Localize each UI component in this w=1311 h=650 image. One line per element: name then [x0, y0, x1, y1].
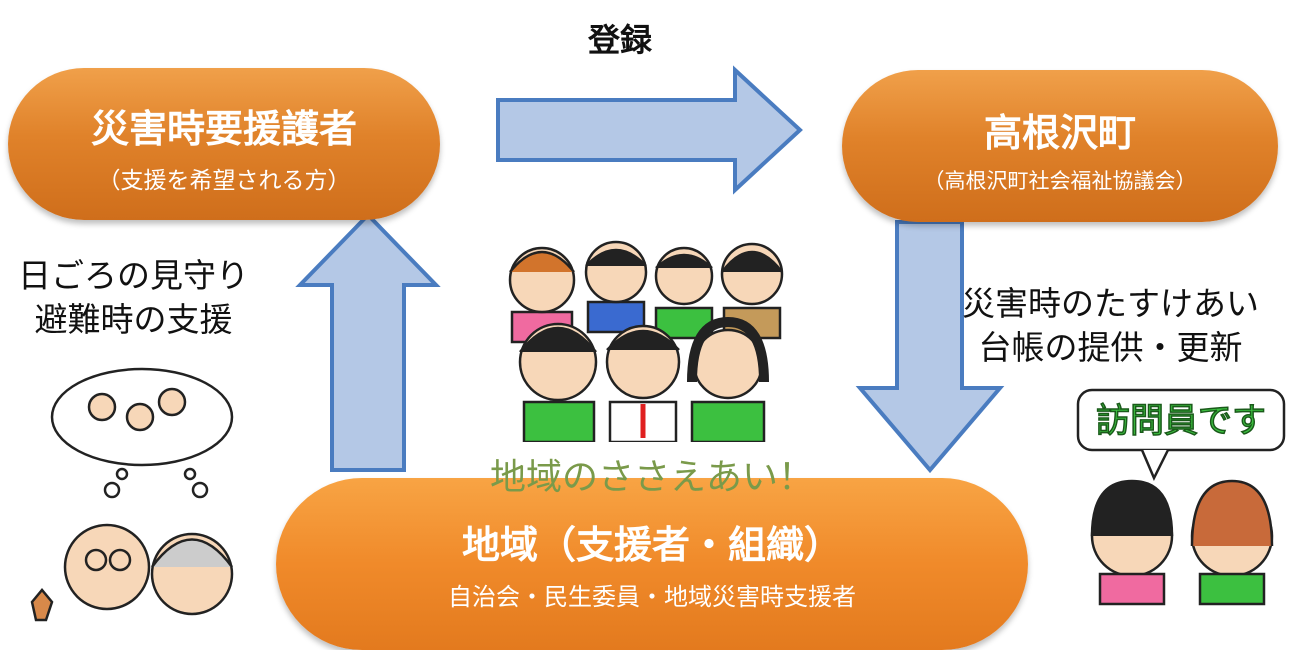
community-people-illustration	[508, 240, 784, 442]
registration-label: 登録	[588, 21, 653, 59]
ledger-label-line1: 災害時のたすけあい	[962, 284, 1259, 323]
watch-support-label: 日ごろの見守り 避難時の支援	[18, 254, 249, 342]
ledger-label: 災害時のたすけあい 台帳の提供・更新	[962, 282, 1259, 370]
support-arrow	[295, 212, 441, 472]
person-needing-support-box: 災害時要援護者 （支援を希望される方）	[8, 68, 440, 220]
speech-bubble-text: 訪問員です	[1096, 401, 1266, 441]
elderly-couple-illustration	[30, 367, 234, 622]
watch-label-line2: 避難時の支援	[34, 300, 233, 339]
community-subtitle: 自治会・民生委員・地域災害時支援者	[448, 583, 856, 611]
person-needing-support-title: 災害時要援護者	[90, 107, 357, 151]
person-needing-support-subtitle: （支援を希望される方）	[97, 168, 351, 194]
community-title: 地域（支援者・組織）	[461, 523, 842, 567]
watch-label-line1: 日ごろの見守り	[18, 256, 249, 295]
town-box: 高根沢町 （高根沢町社会福祉協議会）	[842, 70, 1278, 222]
ledger-arrow	[855, 220, 1005, 474]
registration-arrow	[496, 65, 803, 195]
slogan-text: 地域のささえあい！	[490, 457, 815, 498]
town-subtitle: （高根沢町社会福祉協議会）	[923, 169, 1197, 193]
visitors-illustration: 訪問員です	[1076, 388, 1286, 606]
community-box: 地域（支援者・組織） 自治会・民生委員・地域災害時支援者	[276, 478, 1028, 650]
ledger-label-line2: 台帳の提供・更新	[978, 328, 1243, 367]
town-title: 高根沢町	[983, 111, 1136, 155]
